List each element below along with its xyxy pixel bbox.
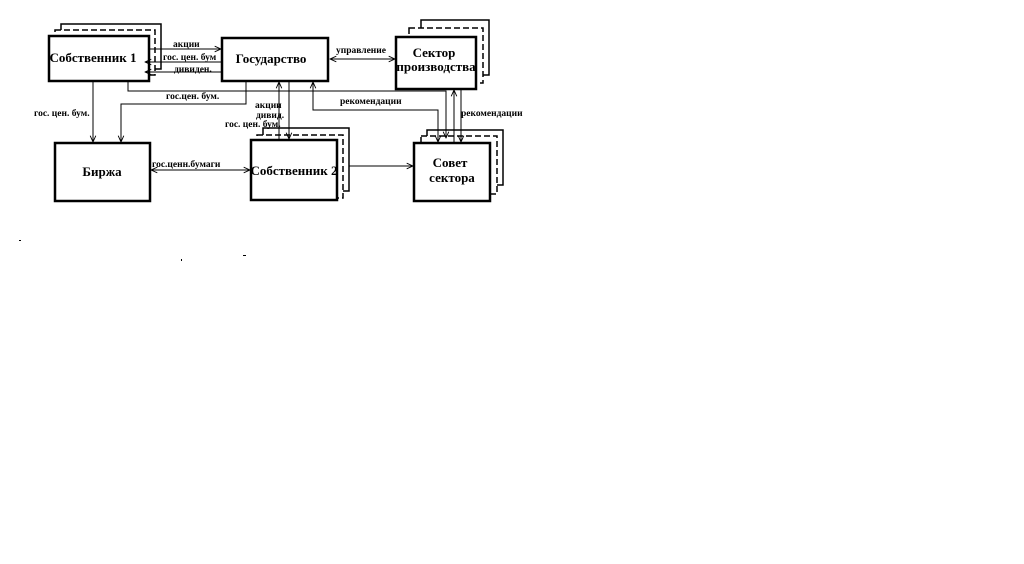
owner2-label: Собственник 2 xyxy=(250,163,337,178)
label-shares-top: акции xyxy=(173,40,200,50)
label-management: управление xyxy=(336,46,386,56)
owner1-label: Собственник 1 xyxy=(49,50,136,65)
sector-label-line2: производства xyxy=(396,59,476,74)
label-dividends-mid: дивид. xyxy=(256,111,284,121)
label-gov-securities-left: гос. цен. бум. xyxy=(34,108,90,119)
council-label-line1: Совет xyxy=(433,155,468,170)
stray-mark xyxy=(243,255,246,256)
edge-state-council-recommendations xyxy=(313,82,438,142)
label-gov-securities-exchange: гос.ценн.бумаги xyxy=(152,159,221,170)
stray-mark xyxy=(181,259,182,261)
label-dividends-top: дивиден. xyxy=(174,65,212,75)
label-gov-securities-top: гос. цен. бум xyxy=(163,52,217,63)
edge-state-exchange xyxy=(121,82,247,142)
state-label: Государство xyxy=(236,51,307,66)
council-node: Совет сектора xyxy=(412,129,504,203)
label-recommendations-1: рекомендации xyxy=(340,97,402,107)
exchange-label: Биржа xyxy=(82,164,122,179)
owner2-node: Собственник 2 xyxy=(249,127,350,202)
label-shares-mid: акции xyxy=(255,101,282,111)
sector-label-line1: Сектор xyxy=(413,45,456,60)
label-recommendations-2: рекомендации xyxy=(461,109,523,119)
label-gov-securities-mid2: гос. цен. бум. xyxy=(225,119,281,130)
label-gov-securities-mid: гос.цен. бум. xyxy=(166,91,219,102)
stray-mark xyxy=(19,240,21,241)
owner1-node: Собственник 1 xyxy=(47,23,162,83)
edge-owner1-council xyxy=(127,82,446,138)
exchange-node: Биржа xyxy=(53,141,152,203)
council-label-line2: сектора xyxy=(429,170,475,185)
state-node: Государство xyxy=(220,36,330,83)
sector-node: Сектор производства xyxy=(394,19,490,91)
